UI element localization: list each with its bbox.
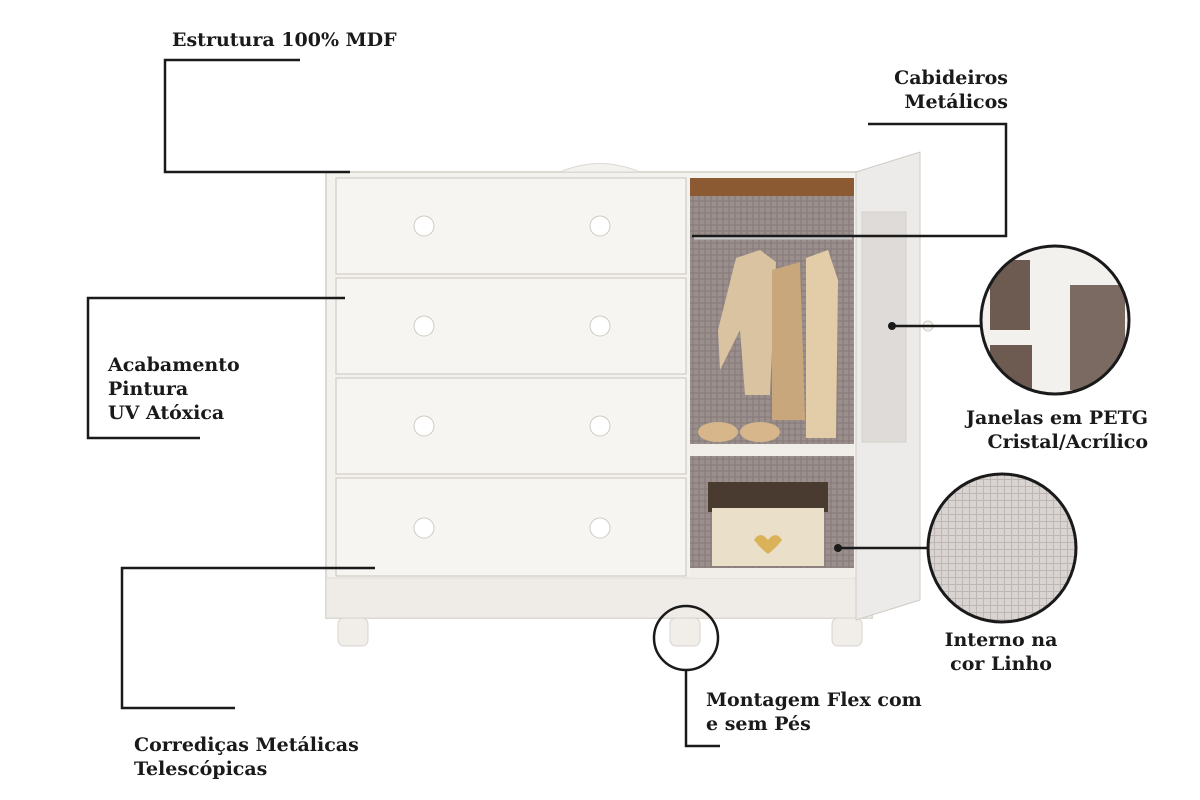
wardrobe-interior <box>690 178 854 578</box>
zoom-circle-linen <box>926 472 1078 624</box>
callout-finish-line-3: UV Atóxica <box>108 402 225 424</box>
callout-hangers: Cabideiros Metálicos <box>820 66 1008 114</box>
callout-interior-line-1: Interno na <box>944 629 1058 651</box>
callout-slides: Corrediças Metálicas Telescópicas <box>134 733 359 781</box>
callout-finish-line-1: Acabamento <box>108 354 240 376</box>
callout-lines <box>86 58 1008 748</box>
callout-hangers-line-2: Metálicos <box>904 91 1008 113</box>
callout-interior: Interno na cor Linho <box>926 628 1076 676</box>
callout-finish: Acabamento Pintura UV Atóxica <box>108 353 240 425</box>
open-door <box>855 151 934 621</box>
callout-slides-line-1: Corrediças Metálicas <box>134 734 359 756</box>
callout-structure: Estrutura 100% MDF <box>172 28 397 52</box>
callout-windows-line-1: Janelas em PETG <box>966 407 1148 429</box>
zoom-circle-windows <box>979 244 1131 396</box>
callout-hangers-line-1: Cabideiros <box>894 67 1008 89</box>
callout-slides-line-2: Telescópicas <box>134 758 268 780</box>
drawers <box>335 177 687 577</box>
callout-assembly: Montagem Flex com e sem Pés <box>706 688 922 736</box>
callout-interior-line-2: cor Linho <box>950 653 1052 675</box>
callout-finish-line-2: Pintura <box>108 378 189 400</box>
callout-windows: Janelas em PETG Cristal/Acrílico <box>940 406 1148 454</box>
callout-assembly-line-2: e sem Pés <box>706 713 811 735</box>
callout-windows-line-2: Cristal/Acrílico <box>987 431 1148 453</box>
callout-assembly-line-1: Montagem Flex com <box>706 689 922 711</box>
callout-structure-line-1: Estrutura 100% MDF <box>172 29 397 51</box>
